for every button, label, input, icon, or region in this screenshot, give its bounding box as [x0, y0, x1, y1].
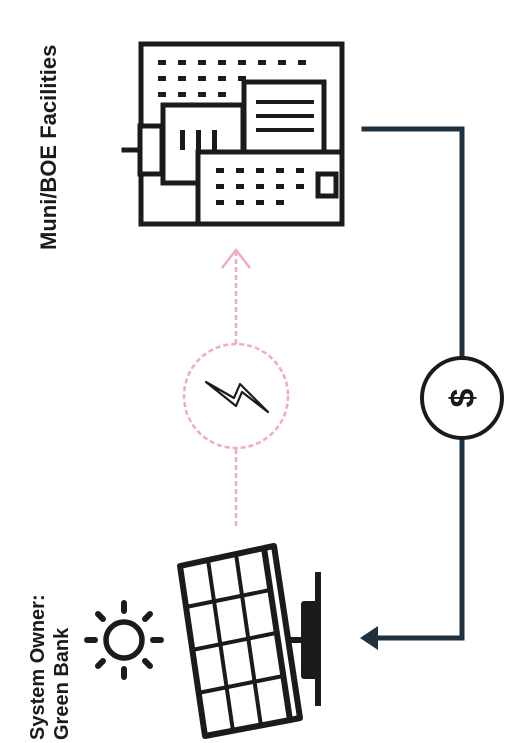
dollar-circle-icon [420, 356, 504, 440]
sun-icon [84, 600, 164, 680]
payment-arrowhead [360, 626, 378, 650]
building-windows [158, 60, 314, 205]
building-icon [121, 41, 345, 227]
dollar-symbol: $ [444, 388, 482, 407]
payment-flow-line [361, 126, 465, 641]
lightning-bolt-icon [204, 380, 270, 414]
system-owner-label: System Owner: [27, 594, 49, 740]
facilities-label: Muni/BOE Facilities [36, 45, 61, 250]
solar-panel-icon [177, 543, 321, 739]
energy-flow-arrow [221, 247, 251, 526]
green-bank-label: Green Bank [51, 627, 73, 740]
